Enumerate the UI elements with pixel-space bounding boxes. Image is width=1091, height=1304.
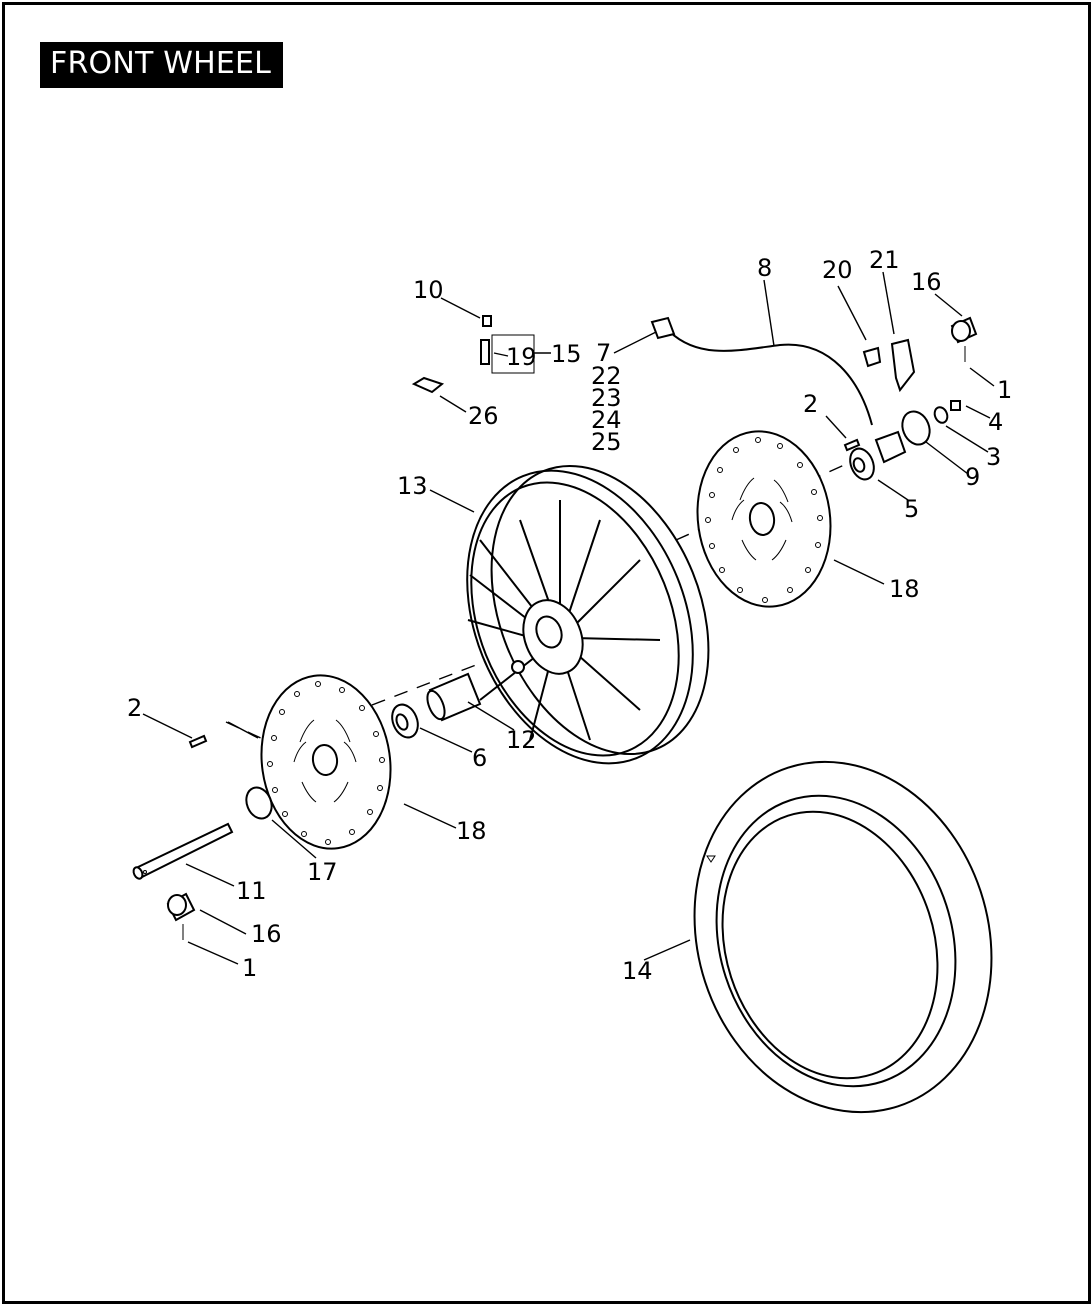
spacer-left — [245, 786, 273, 820]
axle-cap-right — [950, 316, 978, 362]
axle-cap-left — [166, 892, 196, 940]
callout-22: 22 — [591, 362, 622, 390]
leader-lines — [142, 271, 995, 965]
page-title: FRONT WHEEL — [40, 42, 284, 88]
axle — [132, 822, 234, 880]
callout-3: 3 — [986, 443, 1001, 471]
callout-1-left: 1 — [242, 954, 257, 982]
callout-labels: 10 19 15 26 7 22 23 24 25 8 20 21 16 1 4… — [127, 246, 1012, 985]
callout-26: 26 — [468, 402, 499, 430]
callout-17: 17 — [307, 858, 338, 886]
disc-screw-left — [188, 734, 208, 749]
callout-19: 19 — [506, 343, 537, 371]
callout-11: 11 — [236, 877, 267, 905]
callout-2-right: 2 — [803, 390, 818, 418]
axle-spacer — [426, 672, 482, 722]
callout-24: 24 — [591, 406, 622, 434]
callout-4: 4 — [988, 408, 1003, 436]
callout-7: 7 — [596, 339, 611, 367]
callout-21: 21 — [869, 246, 900, 274]
valve-cap — [482, 315, 492, 327]
callout-23: 23 — [591, 384, 622, 412]
callout-13: 13 — [397, 472, 428, 500]
callout-15: 15 — [551, 340, 582, 368]
front-wheel — [466, 464, 710, 765]
callout-6: 6 — [472, 744, 487, 772]
callout-8: 8 — [757, 254, 772, 282]
callout-9: 9 — [965, 463, 980, 491]
bearing-left — [391, 703, 419, 739]
callout-12: 12 — [506, 726, 537, 754]
callout-25: 25 — [591, 428, 622, 456]
callout-1-right: 1 — [997, 376, 1012, 404]
callout-10: 10 — [413, 276, 444, 304]
callout-18-left: 18 — [456, 817, 487, 845]
callout-20: 20 — [822, 256, 853, 284]
callout-16-right: 16 — [911, 268, 942, 296]
brake-disc-right — [696, 430, 832, 608]
brake-disc-left — [260, 674, 392, 850]
tire — [693, 760, 993, 1114]
bearing-right — [849, 447, 875, 481]
disc-screw-right — [843, 438, 861, 452]
balance-weight — [411, 376, 445, 394]
callout-5: 5 — [904, 495, 919, 523]
callout-14: 14 — [622, 957, 653, 985]
callout-18-right: 18 — [889, 575, 920, 603]
valve-stem — [480, 334, 535, 374]
speed-sensor-assembly — [650, 316, 961, 464]
callout-16-left: 16 — [251, 920, 282, 948]
callout-2-left: 2 — [127, 694, 142, 722]
